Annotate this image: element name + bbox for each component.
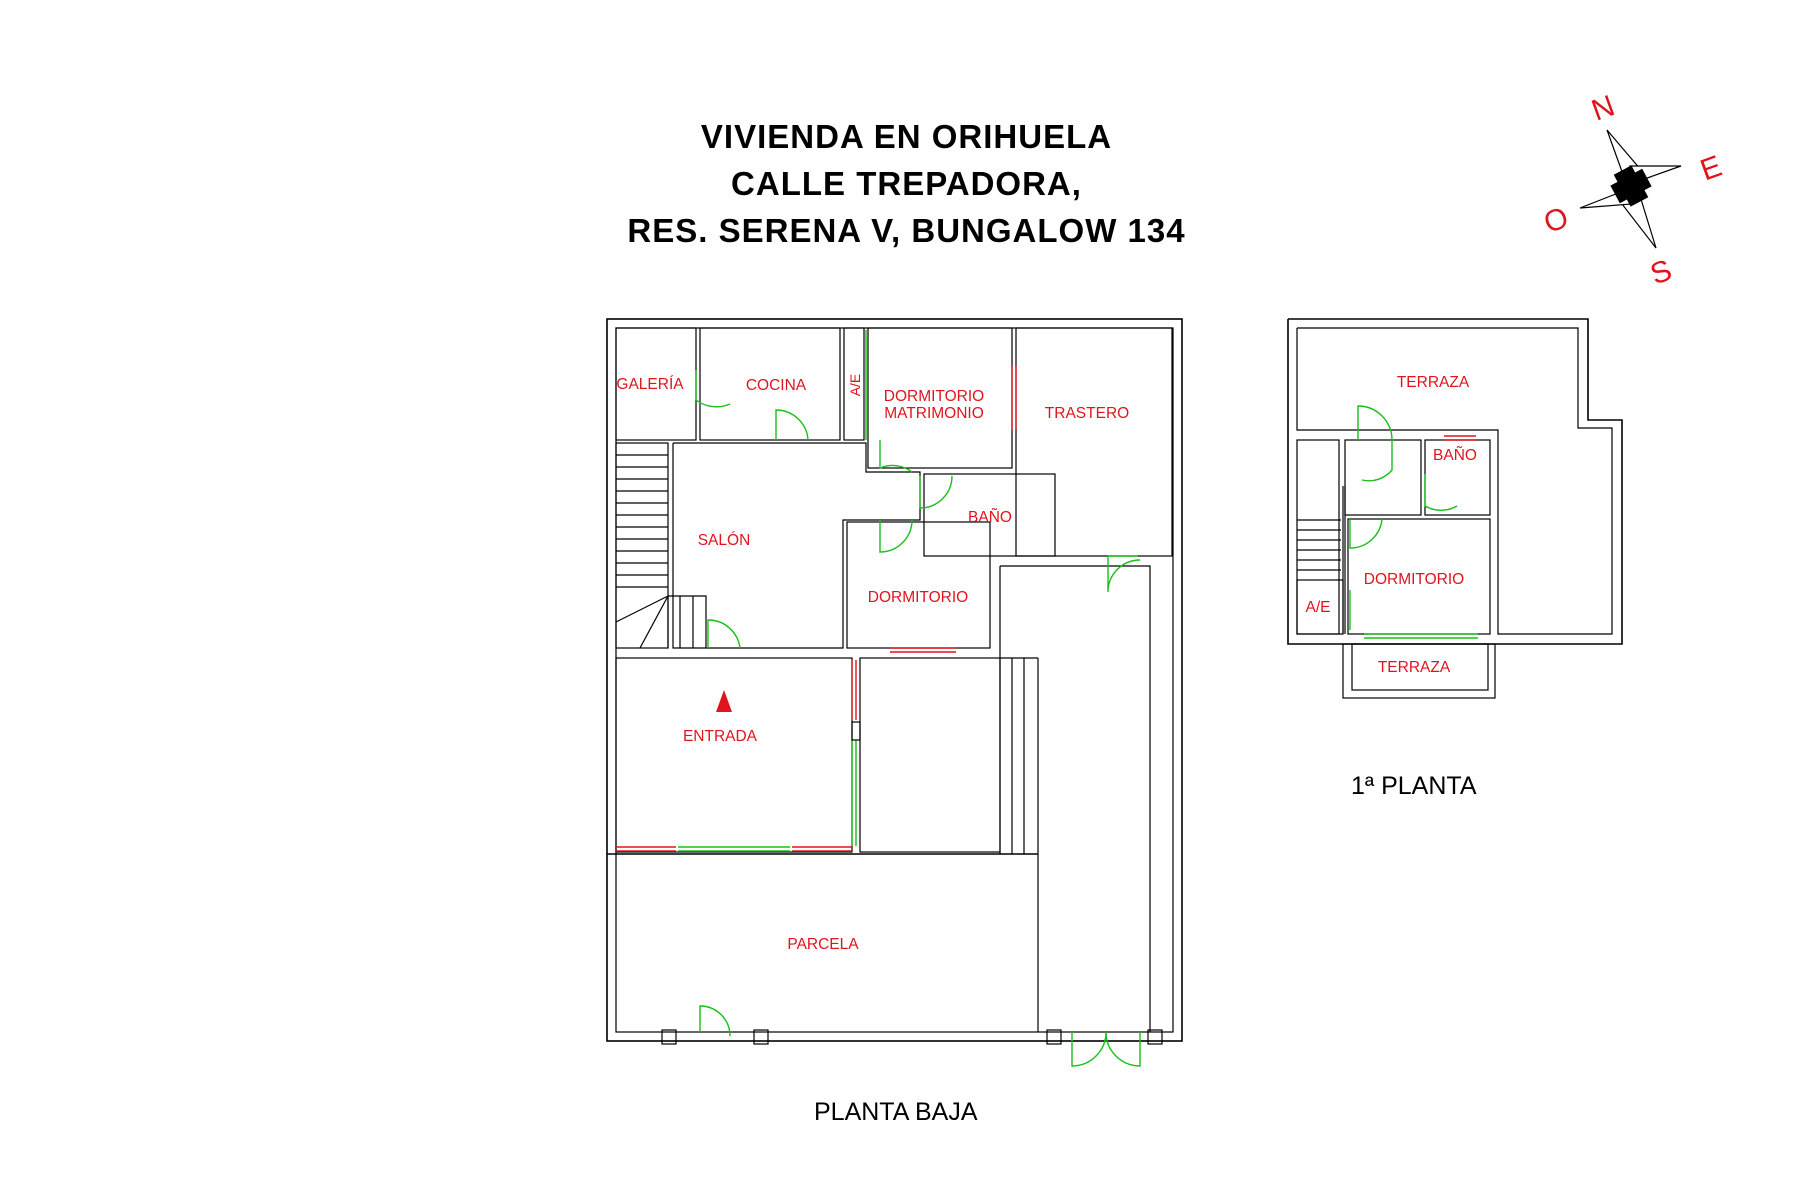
- title-line-3: RES. SERENA V, BUNGALOW 134: [627, 212, 1186, 249]
- compass-s: S: [1646, 254, 1676, 292]
- room-terraza-top: TERRAZA: [1397, 374, 1470, 391]
- primera-planta-doors: [1349, 405, 1458, 549]
- room-ae-upper: A/E: [1306, 599, 1331, 616]
- room-dormitorio-matrimonio-2: MATRIMONIO: [884, 405, 984, 422]
- room-trastero: TRASTERO: [1045, 405, 1129, 422]
- stairs-icon-upper: [1297, 519, 1341, 571]
- room-dormitorio-matrimonio-1: DORMITORIO: [884, 388, 984, 405]
- room-dormitorio-upper: DORMITORIO: [1364, 571, 1464, 588]
- compass-n: N: [1587, 89, 1619, 127]
- primera-planta-walls: [1287, 318, 1623, 699]
- room-dormitorio: DORMITORIO: [868, 589, 968, 606]
- title-line-1: VIVIENDA EN ORIHUELA: [700, 118, 1113, 155]
- planta-baja-windows: [616, 330, 1017, 852]
- entrance-arrow-icon: [716, 690, 732, 712]
- planta-baja-doors: [695, 370, 1141, 1067]
- compass-icon: N E S O: [1540, 89, 1727, 291]
- room-parcela: PARCELA: [787, 936, 859, 953]
- planta-baja-walls: [606, 318, 1183, 1045]
- room-bano-upper: BAÑO: [1433, 447, 1477, 464]
- room-cocina: COCINA: [746, 377, 807, 394]
- room-salon: SALÓN: [698, 532, 751, 549]
- compass-o: O: [1540, 201, 1573, 240]
- planta-baja-caption: PLANTA BAJA: [814, 1098, 978, 1126]
- room-terraza-bottom: TERRAZA: [1378, 659, 1451, 676]
- room-ae: A/E: [847, 374, 863, 397]
- primera-planta-caption: 1ª PLANTA: [1351, 772, 1477, 800]
- room-galeria: GALERÍA: [616, 376, 684, 393]
- room-bano: BAÑO: [968, 509, 1012, 526]
- primera-planta-windows: [1349, 435, 1478, 639]
- room-entrada: ENTRADA: [683, 728, 758, 745]
- title-line-2: CALLE TREPADORA,: [731, 165, 1082, 202]
- compass-e: E: [1696, 150, 1726, 188]
- stairs-icon: [615, 454, 707, 649]
